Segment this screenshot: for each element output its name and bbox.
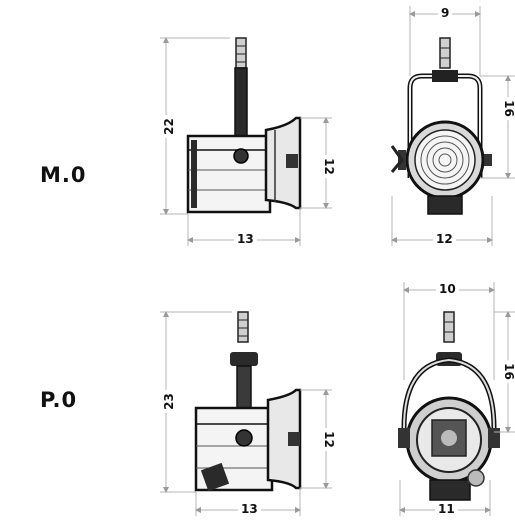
dimension-lines <box>160 6 515 516</box>
model-label-p0: P.0 <box>40 388 78 412</box>
m0-front-yoke-width-value: 9 <box>438 7 453 20</box>
m0-front-view-fixture <box>390 37 492 215</box>
p0-front-view-fixture <box>398 311 500 501</box>
p0-front-width-value: 11 <box>435 503 458 516</box>
model-label-m0: M.0 <box>40 163 87 187</box>
m0-front-body-height-value: 16 <box>501 97 515 120</box>
p0-side-height-value: 23 <box>162 390 176 413</box>
p0-side-lens-height-value: 12 <box>321 428 336 451</box>
m0-side-lens-height-value: 12 <box>321 155 336 178</box>
p0-front-body-height-value: 16 <box>501 360 515 383</box>
m0-side-depth-value: 13 <box>234 233 257 246</box>
p0-side-view-fixture <box>194 311 302 492</box>
m0-side-view-fixture <box>186 37 302 214</box>
p0-side-depth-value: 13 <box>238 503 261 516</box>
p0-front-yoke-width-value: 10 <box>436 283 459 296</box>
m0-front-width-value: 12 <box>433 233 456 246</box>
m0-side-height-value: 22 <box>162 115 176 138</box>
